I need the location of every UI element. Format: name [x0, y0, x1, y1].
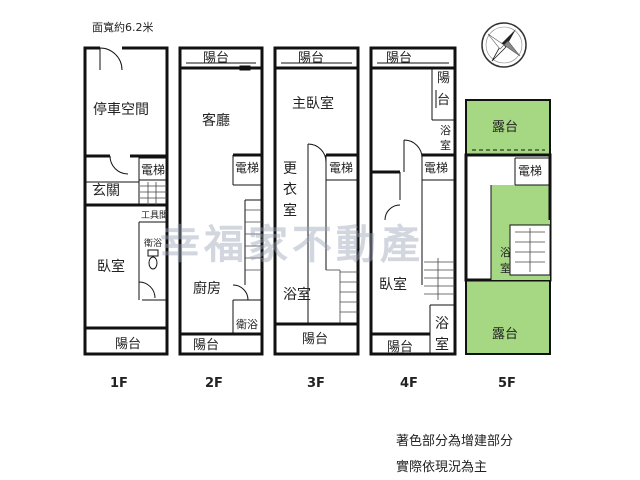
room-label-4f-balcony-side-2: 台: [437, 93, 450, 108]
floor-2f-label: 2F: [205, 376, 223, 391]
room-label-5f-elevator: 電梯: [518, 164, 542, 178]
floor-5f-label: 5F: [498, 376, 516, 391]
room-label-3f-closet-2: 衣: [283, 182, 297, 198]
room-label-3f-balcony-top: 陽台: [298, 51, 324, 66]
room-label-3f-closet-1: 更: [283, 161, 297, 177]
compass-icon: [481, 22, 527, 68]
room-label-1f-elevator: 電梯: [141, 163, 165, 177]
room-label-2f-elevator: 電梯: [235, 161, 259, 175]
floor-1f-label: 1F: [110, 376, 128, 391]
room-label-1f-bedroom: 臥室: [97, 258, 125, 275]
floor-3f-label: 3F: [307, 376, 325, 391]
room-label-1f-bath: 衛浴: [144, 237, 162, 249]
room-label-5f-terrace-bottom: 露台: [492, 327, 518, 342]
room-label-4f-balcony-side-1: 陽: [437, 71, 450, 86]
room-label-5f-terrace-top: 露台: [492, 120, 518, 135]
room-label-4f-balcony-bottom: 陽台: [387, 340, 413, 355]
room-label-3f-bath: 浴室: [283, 286, 311, 303]
room-label-3f-closet-3: 室: [283, 202, 297, 219]
note-addition: 著色部分為增建部分: [396, 434, 514, 449]
room-label-4f-bath-top-2: 室: [440, 138, 451, 152]
addition-area-bottom: [465, 279, 551, 355]
room-label-1f-tool-room: 工具間: [141, 210, 168, 221]
note-actual-condition: 實際依現況為主: [396, 460, 488, 475]
width-note: 面寬約6.2米: [92, 20, 154, 34]
room-label-5f-bath-1: 浴: [500, 246, 511, 259]
room-label-3f-elevator: 電梯: [329, 161, 353, 175]
room-label-4f-bath-top-1: 浴: [440, 124, 451, 137]
room-label-5f-bath-2: 室: [500, 261, 511, 275]
floor-5f-plan: 露台 電梯 浴 室 露台: [464, 99, 552, 355]
floor-4f-plan: 陽台 陽 台 浴 室 電梯 臥室 陽台 浴 室: [369, 46, 457, 356]
room-label-2f-living: 客廳: [202, 112, 230, 129]
room-label-3f-master: 主臥室: [292, 95, 334, 112]
room-label-2f-kitchen: 廚房: [193, 280, 221, 297]
room-label-1f-balcony: 陽台: [115, 337, 141, 352]
room-label-4f-bath-bottom-1: 浴: [435, 316, 449, 332]
room-label-2f-balcony-top: 陽台: [203, 51, 229, 66]
room-label-2f-balcony-bottom: 陽台: [193, 338, 219, 353]
room-label-1f-foyer: 玄關: [92, 182, 120, 199]
floor-1f-plan: 停車空間 電梯 玄關 工具間 衛浴 臥室 陽台: [83, 45, 169, 356]
floor-4f-label: 4F: [400, 376, 418, 391]
watermark-text: 幸福家不動產: [160, 222, 424, 268]
floor-2f-plan: 陽台 客廳 電梯 廚房 衛浴 陽台: [178, 46, 264, 356]
room-label-4f-bedroom: 臥室: [379, 276, 407, 293]
room-label-1f-parking: 停車空間: [93, 101, 149, 118]
floor-3f-plan: 陽台 主臥室 電梯 更 衣 室 浴室 陽台: [273, 46, 360, 356]
room-label-4f-balcony-top: 陽台: [386, 51, 412, 66]
room-label-2f-bath: 衛浴: [236, 318, 258, 331]
room-label-3f-balcony-bottom: 陽台: [302, 332, 328, 347]
room-label-4f-elevator: 電梯: [424, 161, 448, 175]
room-label-4f-bath-bottom-2: 室: [435, 336, 449, 353]
